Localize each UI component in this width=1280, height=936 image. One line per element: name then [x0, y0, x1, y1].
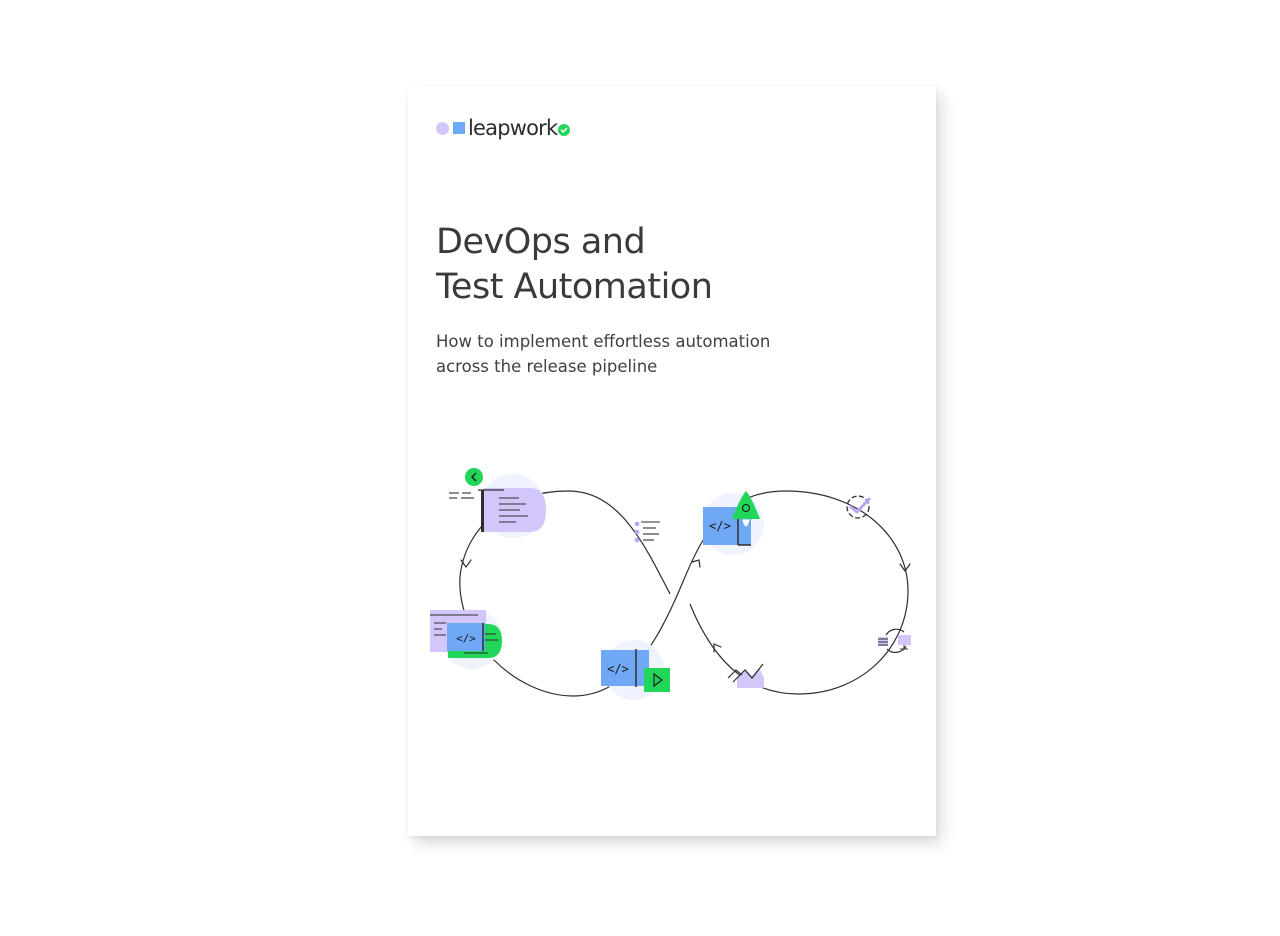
logo-circle-mark [436, 121, 449, 135]
svg-text:</>: </> [709, 519, 731, 533]
release-rocket-icon: </> [702, 491, 764, 555]
arrow-up-right-icon [691, 559, 701, 568]
monitor-chart-icon [727, 663, 764, 688]
leapwork-logo: leapwork [436, 116, 571, 140]
logo-square-mark [453, 122, 465, 134]
svg-text:</>: </> [456, 632, 476, 645]
title-line-1: DevOps and [436, 222, 646, 262]
logo-wordmark: leapwork [468, 116, 558, 140]
title-line-2: Test Automation [436, 267, 713, 307]
cover-title: DevOps and Test Automation [436, 220, 713, 310]
speed-lines-icon [449, 492, 474, 499]
list-icon [634, 521, 660, 543]
subtitle-line-2: across the release pipeline [436, 357, 658, 376]
cover-subtitle: How to implement effortless automation a… [436, 329, 770, 379]
code-run-icon: </> [601, 640, 670, 700]
ebook-cover[interactable]: leapwork DevOps and Test Automation How … [408, 86, 936, 836]
svg-text:</>: </> [607, 662, 629, 676]
plan-document-icon [478, 474, 546, 538]
subtitle-line-1: How to implement effortless automation [436, 332, 771, 351]
settings-check-icon [846, 495, 871, 519]
arrow-up-left-icon [713, 643, 722, 653]
logo-check-icon [558, 123, 571, 136]
devops-infinity-diagram: </> </> </> [430, 468, 911, 700]
arrow-down-right-icon [899, 563, 911, 573]
loop-arrow-icons [460, 559, 911, 653]
code-editor-icon: </> [430, 609, 502, 669]
deploy-sync-icon [878, 628, 911, 653]
back-arrow-icon [465, 468, 483, 486]
arrow-down-left-icon [460, 559, 472, 569]
